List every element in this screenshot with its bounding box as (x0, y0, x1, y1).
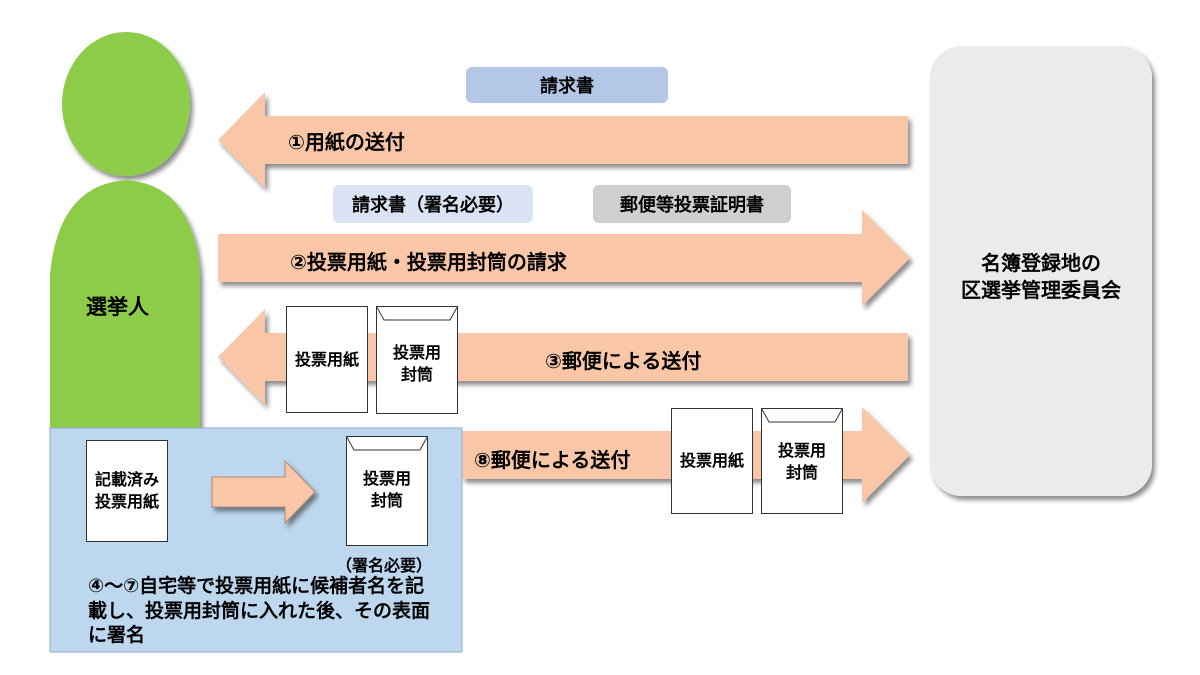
step3-envelope-label: 投票用 封筒 (392, 343, 441, 384)
home-description: ④～⑦自宅等で投票用紙に候補者名を記 載し、投票用封筒に入れた後、その表面 に署… (88, 575, 431, 647)
step8-envelope: 投票用 封筒 (761, 408, 843, 514)
envelope-shape (346, 436, 428, 546)
request-form-signature-tag: 請求書（署名必要） (333, 185, 533, 223)
filled-ballot-paper: 記載済み 投票用紙 (86, 440, 168, 542)
step2-label: ②投票用紙・投票用封筒の請求 (290, 250, 567, 274)
step3-ballot-paper: 投票用紙 (286, 306, 368, 413)
arrow-step2 (218, 210, 910, 306)
committee-label: 名簿登録地の 区選挙管理委員会 (961, 251, 1121, 302)
arrow-insert (211, 459, 316, 525)
step8-label: ⑧郵便による送付 (474, 448, 631, 472)
home-envelope: 投票用 封筒 (346, 436, 428, 546)
step1-label: ①用紙の送付 (288, 130, 405, 154)
voter-label: 選挙人 (86, 295, 149, 319)
step3-label: ③郵便による送付 (545, 349, 702, 373)
committee-box (930, 46, 1152, 496)
envelope-shape (761, 408, 843, 514)
home-envelope-label: 投票用 封筒 (362, 469, 411, 510)
signature-required-note: （署名必要） (336, 556, 433, 575)
step8-ballot-paper: 投票用紙 (671, 408, 753, 514)
step3-envelope: 投票用 封筒 (376, 306, 458, 414)
voter-figure (50, 32, 200, 430)
postal-voting-certificate-tag: 郵便等投票証明書 (593, 185, 791, 223)
envelope-shape (376, 306, 458, 414)
step8-envelope-label: 投票用 封筒 (777, 441, 826, 482)
arrow-step1 (218, 92, 908, 188)
request-form-tag: 請求書 (466, 67, 668, 103)
